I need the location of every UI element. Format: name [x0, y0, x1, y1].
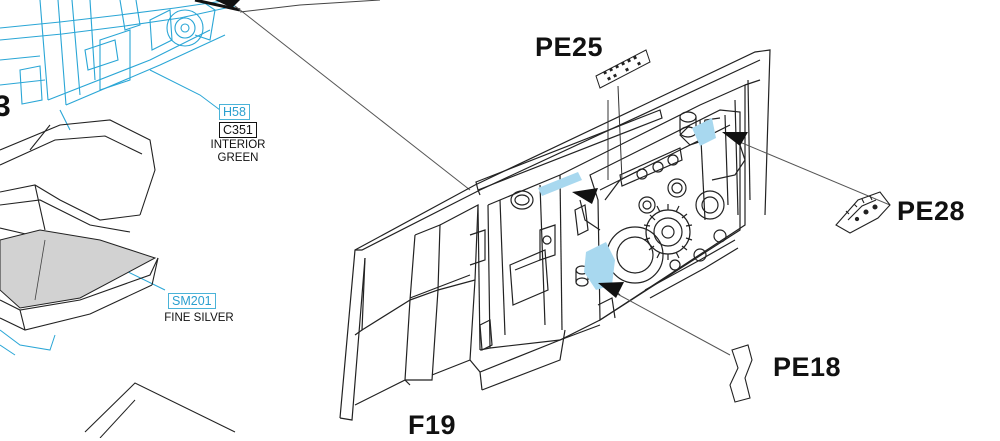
step-number: 3: [0, 90, 11, 124]
paint-code-sm201: SM201: [168, 293, 216, 309]
part-label-pe25: PE25: [535, 32, 603, 63]
paint-name-interior: INTERIOR: [210, 139, 266, 151]
pe18-part-icon: [729, 344, 753, 403]
part-label-pe18: PE18: [773, 352, 841, 383]
arrowhead-pe25: [572, 188, 598, 204]
arrowhead-pe28: [722, 132, 748, 146]
paint-name-fine-silver: FINE SILVER: [164, 312, 234, 324]
paint-name-green: GREEN: [217, 152, 259, 164]
pe25-text: PE25: [535, 32, 604, 62]
pe25-part-icon: [595, 49, 651, 89]
pe18-text: PE18: [773, 352, 842, 382]
instrument-panel: [339, 49, 771, 421]
part-label-pe28: PE28: [897, 196, 965, 227]
pointer-arrows: [572, 132, 891, 356]
placement-highlights: [538, 118, 716, 290]
silver-floor-panel: [0, 229, 157, 309]
step-number-text: 3: [0, 90, 11, 123]
leader-line-top: [234, 5, 471, 191]
paint-code-c351: C351: [219, 122, 257, 138]
fuselage-detail-blue: [0, 0, 236, 131]
pointer-arrow-top: [194, 0, 241, 12]
leader-interior-green: [149, 69, 221, 111]
f19-text: F19: [408, 410, 457, 440]
arrowhead-top: [215, 0, 240, 8]
arrowhead-pe18: [598, 282, 624, 298]
paint-code-h58: H58: [219, 104, 250, 120]
part-label-f19: F19: [408, 410, 456, 441]
bottom-v-part: [84, 382, 236, 433]
pe28-part-icon: [835, 191, 891, 234]
pe28-text: PE28: [897, 196, 966, 226]
